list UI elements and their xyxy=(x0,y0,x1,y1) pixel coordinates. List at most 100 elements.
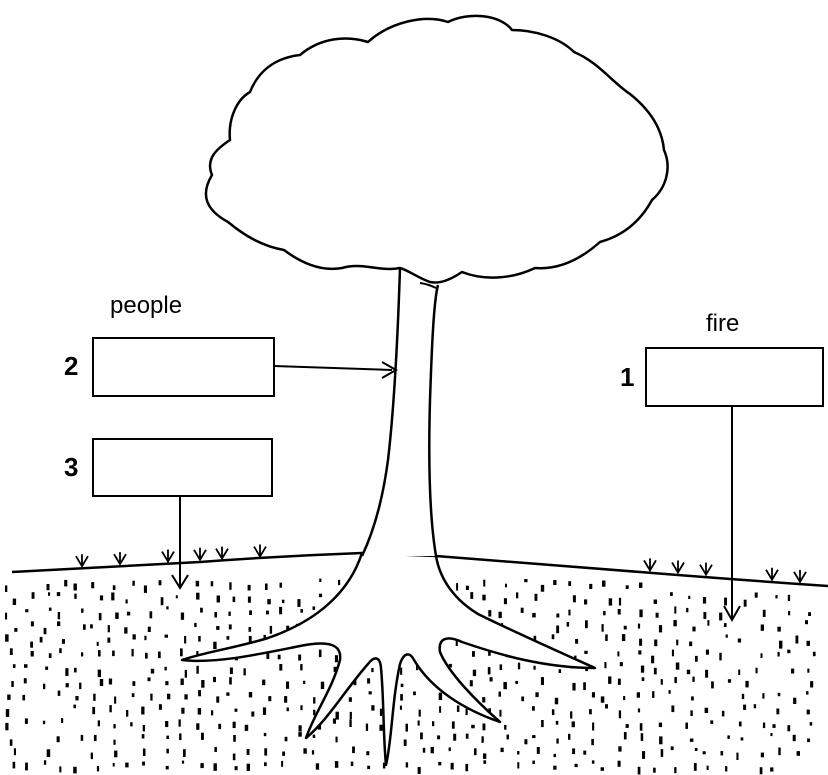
soil-dot xyxy=(807,710,810,715)
soil-dot xyxy=(624,732,627,739)
soil-dot xyxy=(7,695,10,700)
soil-dot xyxy=(659,625,662,632)
soil-dot xyxy=(651,656,654,664)
soil-dot xyxy=(75,696,78,700)
soil-dot xyxy=(235,709,238,712)
soil-dot xyxy=(226,692,229,695)
soil-dot xyxy=(532,706,535,711)
soil-dot xyxy=(776,709,779,715)
soil-dot xyxy=(465,764,468,771)
soil-dot xyxy=(97,766,99,771)
soil-dot xyxy=(13,664,16,668)
soil-dot xyxy=(144,636,146,641)
soil-dot xyxy=(575,639,578,644)
grass-tuft xyxy=(194,548,206,560)
soil-dot xyxy=(10,648,13,655)
soil-dot xyxy=(98,670,101,678)
grass-tuft xyxy=(114,552,126,564)
soil-dot xyxy=(721,751,724,755)
soil-dot xyxy=(166,606,168,609)
soil-dot xyxy=(532,613,536,618)
soil-dot xyxy=(300,609,303,613)
soil-dot xyxy=(692,627,695,632)
soil-dot xyxy=(233,754,236,761)
soil-dot xyxy=(796,636,799,644)
soil-dot xyxy=(432,721,434,726)
soil-dot xyxy=(692,677,694,682)
soil-dot xyxy=(313,735,316,738)
soil-dot xyxy=(572,683,575,691)
soil-dot xyxy=(233,722,236,728)
soil-dot xyxy=(49,608,52,611)
soil-dot xyxy=(654,640,657,647)
soil-dot xyxy=(787,650,790,654)
soil-dot xyxy=(218,724,221,729)
soil-dot xyxy=(656,613,659,618)
soil-dot xyxy=(556,614,559,618)
soil-dot xyxy=(349,697,352,702)
grass-tuft xyxy=(794,570,806,582)
soil-dot xyxy=(474,748,477,755)
soil-dot xyxy=(806,691,808,694)
soil-dot xyxy=(216,626,219,630)
soil-dot xyxy=(47,584,50,590)
soil-dot xyxy=(303,748,306,753)
soil-dot xyxy=(641,666,644,673)
soil-dot xyxy=(62,639,65,644)
soil-dot xyxy=(567,622,570,627)
soil-dot xyxy=(659,736,662,744)
soil-dot xyxy=(541,585,544,592)
soil-dot xyxy=(349,719,351,727)
soil-dot xyxy=(233,597,236,603)
soil-dot xyxy=(44,628,47,634)
grass-tuft xyxy=(700,563,712,575)
soil-dot xyxy=(5,613,7,620)
soil-dot xyxy=(287,708,289,712)
soil-dot xyxy=(367,766,370,769)
soil-dot xyxy=(788,595,790,601)
soil-dot xyxy=(807,669,809,673)
soil-dot xyxy=(281,761,283,767)
soil-dot xyxy=(282,752,285,756)
soil-dot xyxy=(13,762,16,769)
soil-dot xyxy=(775,595,777,598)
grass-tuft xyxy=(644,558,656,570)
soil-dot xyxy=(111,593,114,601)
soil-dot xyxy=(79,683,81,690)
answer-box-3[interactable] xyxy=(92,438,273,497)
soil-dot xyxy=(503,682,507,689)
soil-dot xyxy=(244,668,246,675)
answer-box-2[interactable] xyxy=(92,337,275,397)
soil-dot xyxy=(617,651,619,656)
soil-dot xyxy=(200,608,203,613)
soil-dot xyxy=(778,748,780,756)
answer-box-1[interactable] xyxy=(645,347,824,407)
soil-dot xyxy=(669,690,671,694)
soil-dot xyxy=(575,764,578,767)
soil-dot xyxy=(142,762,145,766)
soil-dot xyxy=(335,655,338,662)
soil-dot xyxy=(179,733,181,740)
soil-dot xyxy=(24,678,27,683)
soil-dot xyxy=(762,693,764,698)
soil-dot xyxy=(637,692,640,697)
soil-dot xyxy=(132,581,134,586)
soil-dot xyxy=(11,681,14,687)
soil-dot xyxy=(744,600,747,607)
soil-dot xyxy=(736,753,738,760)
soil-dot xyxy=(521,697,524,702)
soil-dot xyxy=(30,642,33,648)
soil-dot xyxy=(31,651,34,657)
soil-dot xyxy=(619,710,621,718)
soil-dot xyxy=(739,722,742,727)
soil-dot xyxy=(43,721,45,725)
soil-dot xyxy=(127,612,130,616)
soil-dot xyxy=(265,584,268,591)
soil-dot xyxy=(176,595,178,598)
grass-tuft xyxy=(254,545,266,557)
soil-dot xyxy=(73,705,76,709)
soil-dot xyxy=(584,599,587,604)
soil-dot xyxy=(214,612,217,618)
soil-dot xyxy=(533,666,535,670)
soil-dot xyxy=(313,606,316,610)
